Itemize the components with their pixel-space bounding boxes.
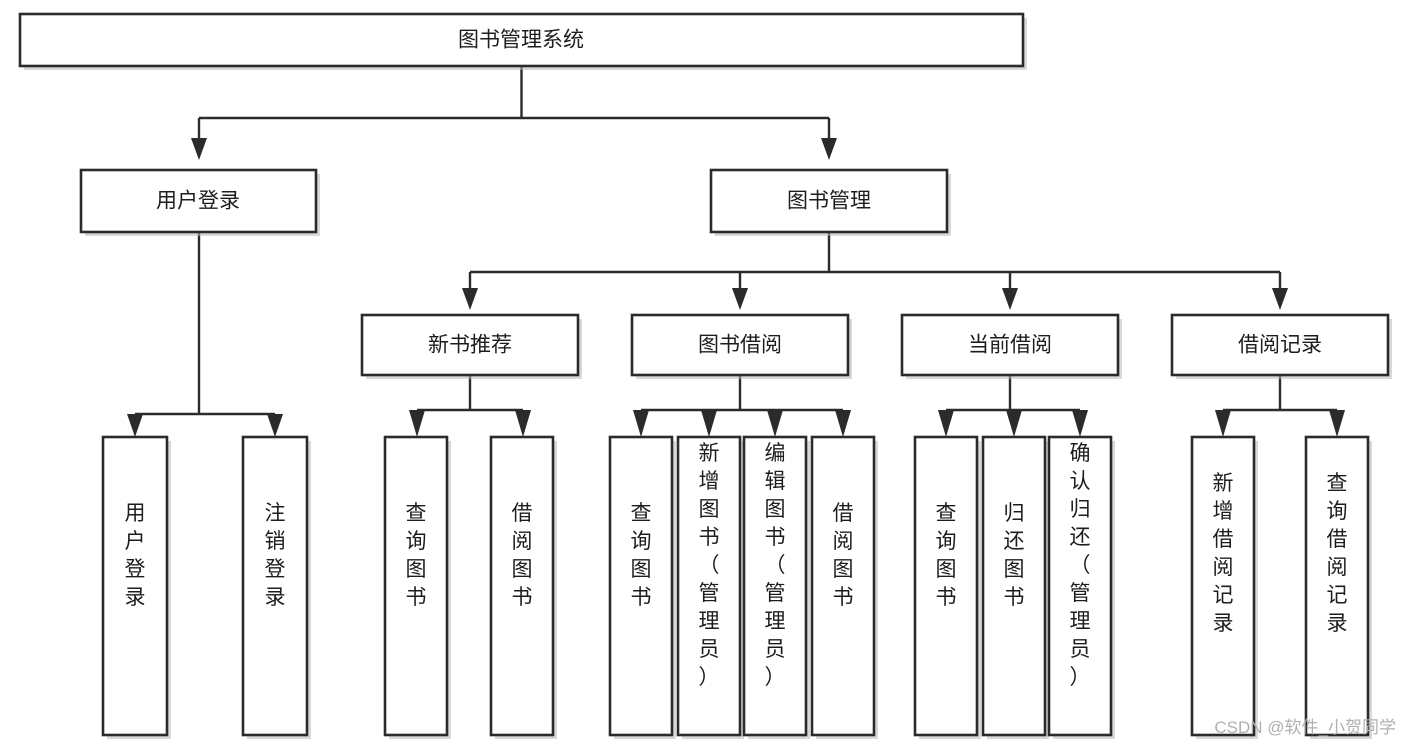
node-leaf-9[interactable]: 查询图书 <box>913 435 981 739</box>
node-leaf-4-label: 借阅图书 <box>512 502 533 609</box>
node-record-label: 借阅记录 <box>1238 334 1322 357</box>
node-leaf-9-label: 查询图书 <box>936 502 957 609</box>
csdn-watermark: CSDN @软件_小贺同学 <box>1214 718 1396 737</box>
arrow-root-to-bookmgmt <box>821 138 837 160</box>
arrow-borrow-to-leaf6 <box>701 410 717 437</box>
arrow-current-to-leaf11 <box>1072 410 1088 437</box>
node-leaf-12-box[interactable] <box>1190 435 1256 737</box>
node-root-box[interactable] <box>18 12 1025 68</box>
node-leaf-13-box[interactable] <box>1304 435 1370 737</box>
node-leaf-4[interactable]: 借阅图书 <box>489 435 557 739</box>
node-newbook-box[interactable] <box>360 313 580 377</box>
arrow-record-to-leaf13 <box>1329 410 1345 437</box>
node-leaf-7[interactable]: 编辑图书（管理员） <box>742 435 810 739</box>
node-leaf-2-label: 注销登录 <box>265 502 286 609</box>
node-root[interactable]: 图书管理系统 <box>18 12 1027 70</box>
node-leaf-6-label: 新增图书（管理员） <box>699 442 720 689</box>
arrow-borrow-to-leaf8 <box>835 410 851 437</box>
node-leaf-10[interactable]: 归还图书 <box>981 435 1049 739</box>
node-leaf-9-box[interactable] <box>913 435 979 737</box>
node-leaf-7-box[interactable] <box>742 435 808 737</box>
node-leaf-5-label: 查询图书 <box>631 502 652 609</box>
arrow-current-to-leaf9 <box>938 410 954 437</box>
node-leaf-11[interactable]: 确认归还（管理员） <box>1047 435 1115 739</box>
node-leaf-5[interactable]: 查询图书 <box>608 435 676 739</box>
node-bookmgmt-label: 图书管理 <box>787 190 871 213</box>
node-leaf-5-box[interactable] <box>608 435 674 737</box>
arrow-newbook-to-leaf3 <box>409 410 425 437</box>
arrow-bookmgmt-to-borrow <box>732 288 748 310</box>
node-leaf-10-box[interactable] <box>981 435 1047 737</box>
node-leaf-2-box[interactable] <box>241 435 309 737</box>
arrow-login-to-leaf2 <box>267 414 283 437</box>
node-borrow-box[interactable] <box>630 313 850 377</box>
node-leaf-1[interactable]: 用户登录 <box>101 435 171 739</box>
arrow-borrow-to-leaf5 <box>633 410 649 437</box>
arrow-bookmgmt-to-current <box>1002 288 1018 310</box>
node-leaf-12-label: 新增借阅记录 <box>1213 472 1234 635</box>
node-leaf-2[interactable]: 注销登录 <box>241 435 311 739</box>
node-record-box[interactable] <box>1170 313 1390 377</box>
node-leaf-6[interactable]: 新增图书（管理员） <box>676 435 744 739</box>
node-leaf-11-box[interactable] <box>1047 435 1113 737</box>
node-current-box[interactable] <box>900 313 1120 377</box>
node-leaf-4-box[interactable] <box>489 435 555 737</box>
node-login-label: 用户登录 <box>156 190 240 213</box>
arrow-borrow-to-leaf7 <box>767 410 783 437</box>
node-leaf-3[interactable]: 查询图书 <box>383 435 451 739</box>
arrow-root-to-login <box>191 138 207 160</box>
arrow-current-to-leaf10 <box>1006 410 1022 437</box>
arrow-bookmgmt-to-record <box>1272 288 1288 310</box>
node-leaf-8[interactable]: 借阅图书 <box>810 435 878 739</box>
node-leaf-8-label: 借阅图书 <box>833 502 854 609</box>
node-leaf-10-label: 归还图书 <box>1004 502 1025 609</box>
node-current[interactable]: 当前借阅 <box>900 313 1122 379</box>
node-login[interactable]: 用户登录 <box>79 168 320 236</box>
node-leaf-13-label: 查询借阅记录 <box>1327 472 1348 635</box>
node-current-label: 当前借阅 <box>968 334 1052 357</box>
node-leaf-8-box[interactable] <box>810 435 876 737</box>
node-leaf-1-box[interactable] <box>101 435 169 737</box>
node-record[interactable]: 借阅记录 <box>1170 313 1392 379</box>
arrow-bookmgmt-to-newbook <box>462 288 478 310</box>
node-leaf-7-label: 编辑图书（管理员） <box>765 442 786 689</box>
node-borrow[interactable]: 图书借阅 <box>630 313 852 379</box>
node-root-label: 图书管理系统 <box>458 29 584 52</box>
leaf-layer: 用户登录 注销登录 查询图书 借阅图书 查询图书 <box>101 435 1372 739</box>
node-bookmgmt[interactable]: 图书管理 <box>709 168 951 236</box>
arrow-newbook-to-leaf4 <box>515 410 531 437</box>
connector-layer <box>127 66 1345 437</box>
node-leaf-11-label: 确认归还（管理员） <box>1070 442 1091 689</box>
node-leaf-3-label: 查询图书 <box>406 502 427 609</box>
node-newbook[interactable]: 新书推荐 <box>360 313 582 379</box>
node-login-box[interactable] <box>79 168 318 234</box>
arrow-record-to-leaf12 <box>1215 410 1231 437</box>
node-borrow-label: 图书借阅 <box>698 334 782 357</box>
node-bookmgmt-box[interactable] <box>709 168 949 234</box>
node-leaf-12[interactable]: 新增借阅记录 <box>1190 435 1258 739</box>
node-leaf-13[interactable]: 查询借阅记录 <box>1304 435 1372 739</box>
node-leaf-6-box[interactable] <box>676 435 742 737</box>
arrow-login-to-leaf1 <box>127 414 143 437</box>
node-leaf-3-box[interactable] <box>383 435 449 737</box>
node-leaf-1-label: 用户登录 <box>125 502 146 609</box>
node-newbook-label: 新书推荐 <box>428 334 512 357</box>
